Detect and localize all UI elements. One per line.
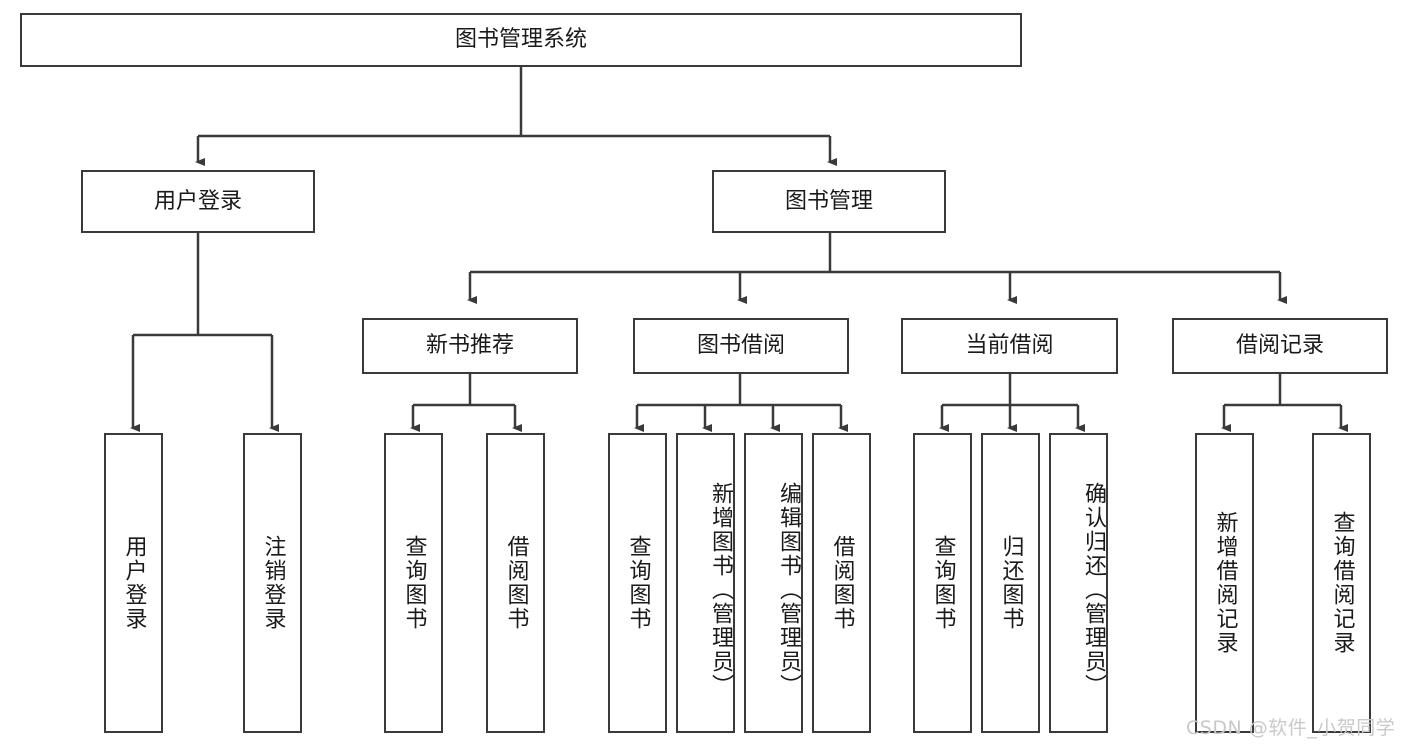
node-user-login[interactable]: 用户登录 [81,170,315,233]
leaf-record-query-record[interactable]: 查询借阅记录 [1312,433,1371,733]
node-current-borrow[interactable]: 当前借阅 [901,318,1118,374]
leaf-current-return-book[interactable]: 归还图书 [981,433,1040,733]
leaf-new-book-query[interactable]: 查询图书 [384,433,443,733]
leaf-borrow-add-book-admin[interactable]: 新增图书（管理员） [676,433,735,733]
node-new-book-recommend[interactable]: 新书推荐 [362,318,578,374]
node-root[interactable]: 图书管理系统 [20,13,1022,67]
leaf-user-login-logout[interactable]: 注销登录 [243,433,302,733]
node-book-borrow[interactable]: 图书借阅 [633,318,849,374]
leaf-current-query-book[interactable]: 查询图书 [913,433,972,733]
leaf-user-login-login[interactable]: 用户登录 [104,433,163,733]
leaf-borrow-borrow-book[interactable]: 借阅图书 [812,433,871,733]
leaf-current-confirm-return-admin[interactable]: 确认归还（管理员） [1049,433,1108,733]
node-book-management[interactable]: 图书管理 [712,170,946,233]
leaf-borrow-query-book[interactable]: 查询图书 [608,433,667,733]
leaf-new-book-borrow[interactable]: 借阅图书 [486,433,545,733]
watermark-text: CSDN @软件_小贺同学 [1186,717,1396,739]
node-borrow-record[interactable]: 借阅记录 [1172,318,1388,374]
leaf-borrow-edit-book-admin[interactable]: 编辑图书（管理员） [744,433,803,733]
leaf-record-add-record[interactable]: 新增借阅记录 [1195,433,1254,733]
